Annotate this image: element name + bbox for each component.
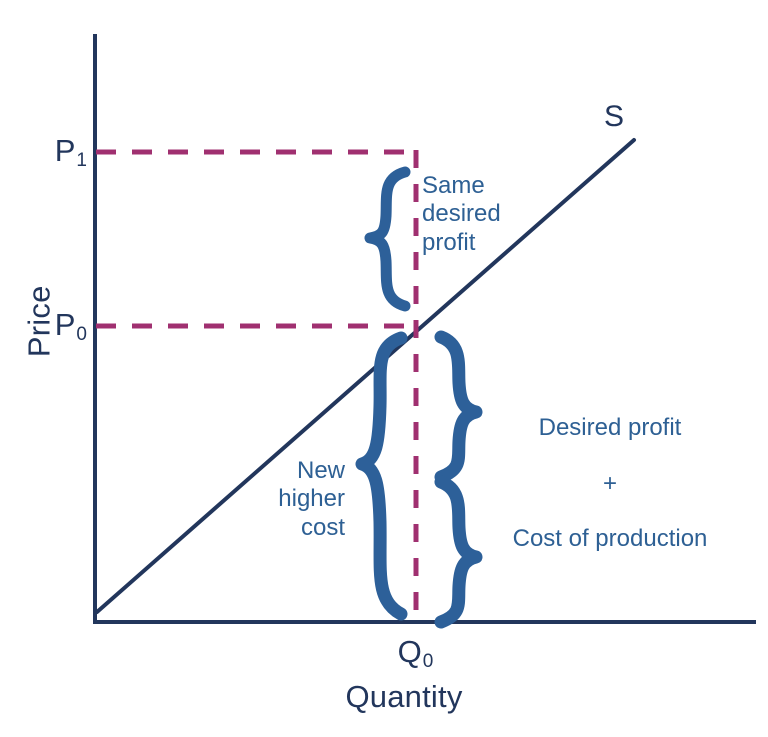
new-higher-cost-line-3: cost — [300, 513, 345, 541]
cost-of-production-label: Cost of production — [512, 525, 708, 552]
x-axis-title: Quantity — [345, 679, 463, 714]
same-desired-profit-line-3: profit — [422, 228, 476, 256]
q0-base: Q — [397, 634, 422, 669]
same-desired-profit-line-1: Same — [422, 172, 485, 199]
p1-subscript: 1 — [76, 150, 87, 171]
supply-curve-line — [95, 138, 636, 614]
cost-of-production-brace — [434, 475, 483, 629]
y-tick-label-p0: P0 — [30, 307, 87, 345]
desired-profit-label: Desired profit — [538, 414, 682, 441]
desired-profit-brace — [434, 330, 483, 484]
x-tick-label-q0: Q0 — [335, 634, 495, 672]
new-higher-cost-line-1: New — [296, 457, 345, 484]
new-higher-cost-line-2: higher — [278, 485, 345, 513]
new-higher-cost-brace — [355, 331, 408, 621]
p1-base: P — [54, 133, 76, 168]
p0-subscript: 0 — [76, 324, 87, 345]
plus-sign-label: + — [602, 470, 617, 497]
same-desired-profit-brace — [364, 166, 411, 312]
new-higher-cost-label: New higher cost — [215, 457, 345, 542]
q0-subscript: 0 — [422, 651, 434, 672]
supply-curve-label: S — [604, 100, 625, 133]
y-tick-label-p1: P1 — [30, 133, 87, 171]
same-desired-profit-line-2: desired — [422, 200, 501, 228]
p0-base: P — [54, 307, 76, 342]
same-desired-profit-label: Same desired profit — [422, 172, 552, 257]
